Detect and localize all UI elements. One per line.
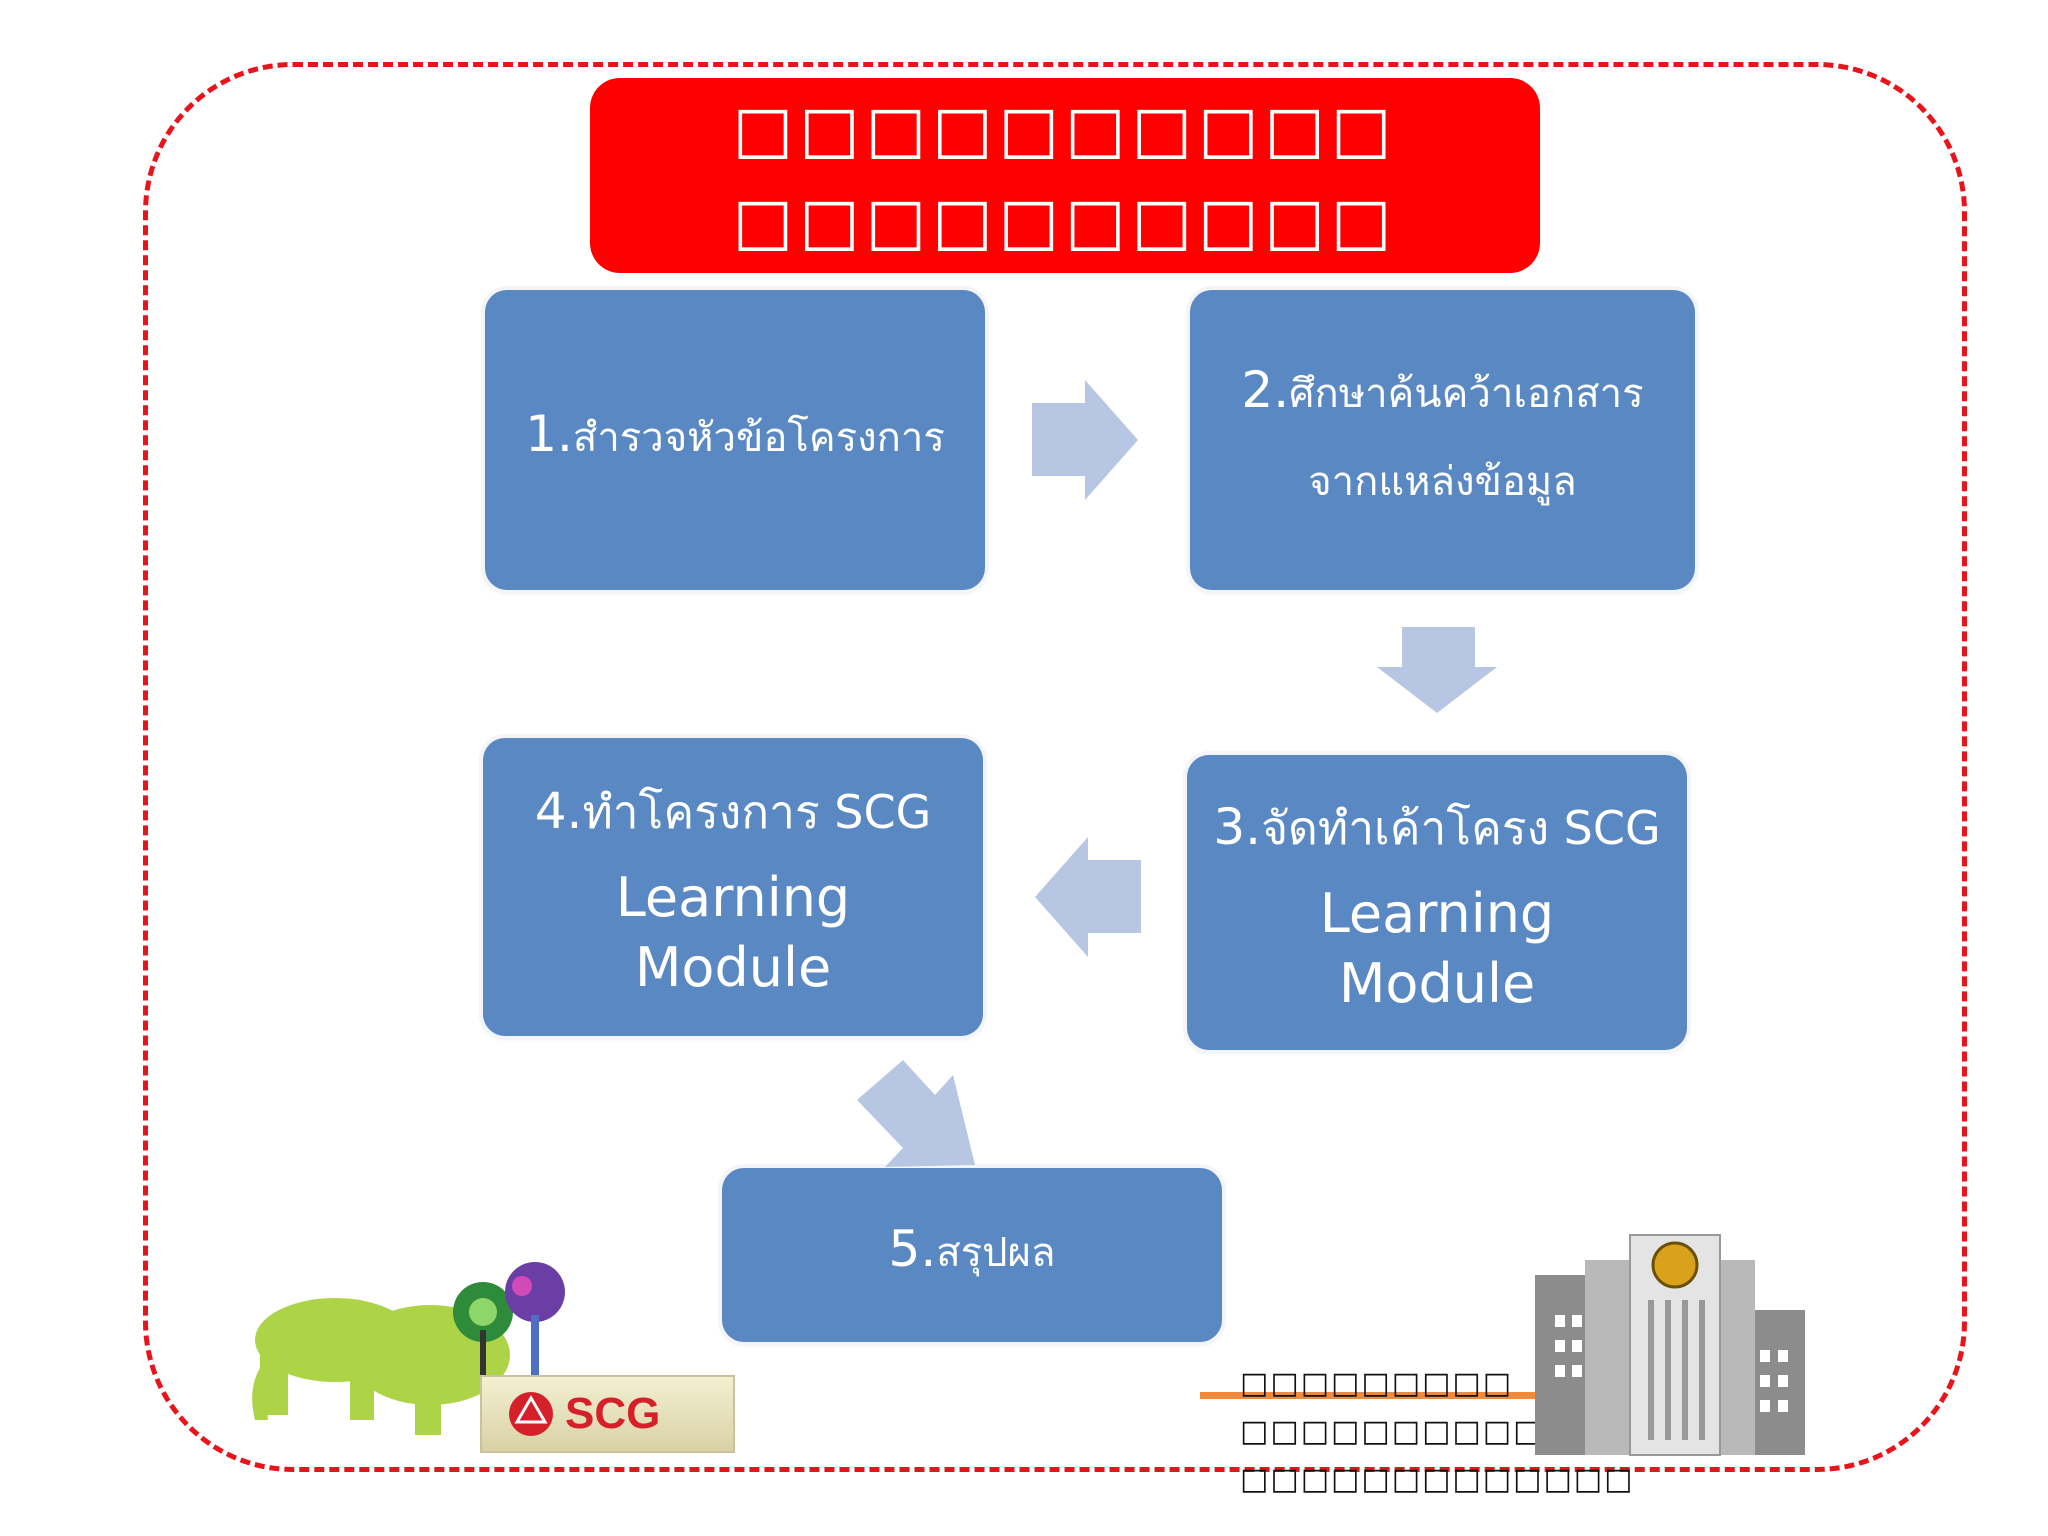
step-3-box: 3.จัดทำเค้าโครง SCG Learning Module <box>1187 755 1687 1050</box>
school-line-3: □□□□□□□□□□□□□ <box>1240 1462 1635 1497</box>
step-5-number: 5. <box>888 1220 937 1278</box>
school-line-1: □□□□□□□□□ <box>1240 1366 1514 1401</box>
arrow-down-right-icon <box>857 1060 975 1167</box>
step-4-box: 4.ทำโครงการ SCG Learning Module <box>483 738 983 1036</box>
step-5-box: 5.สรุปผล <box>722 1168 1222 1342</box>
step-1-text: สำรวจหัวข้อโครงการ <box>572 415 945 461</box>
school-line-2: □□□□□□□□□□□□□ <box>1240 1414 1635 1449</box>
title-banner: □□□□□□□□□□ □□□□□□□□□□ <box>590 78 1540 273</box>
arrow-down-icon <box>1377 627 1497 713</box>
step-2-text-line-2: จากแหล่งข้อมูล <box>1308 459 1577 505</box>
step-2-box: 2.ศึกษาค้นคว้าเอกสาร จากแหล่งข้อมูล <box>1190 290 1695 590</box>
school-building-icon <box>1535 1234 1805 1456</box>
step-3-en-line-1: Learning <box>1319 881 1555 945</box>
step-4-en-line-1: Learning <box>615 866 851 929</box>
scg-emblem-icon <box>509 1392 553 1436</box>
step-3-en-line-2: Module <box>1338 951 1536 1015</box>
scg-logo: SCG <box>480 1375 735 1453</box>
step-1-number: 1. <box>525 405 573 463</box>
school-underline <box>1200 1392 1550 1399</box>
step-3-number: 3. <box>1213 797 1262 856</box>
step-3-text: จัดทำเค้าโครง SCG <box>1261 800 1661 855</box>
step-1-box: 1.สำรวจหัวข้อโครงการ <box>485 290 985 590</box>
arrow-right-icon <box>1032 380 1138 500</box>
dashed-frame <box>143 62 1967 1472</box>
step-4-en-line-2: Module <box>634 936 832 999</box>
step-2-text: ศึกษาค้นคว้าเอกสาร <box>1289 371 1644 417</box>
school-name: □□□□□□□□□ □□□□□□□□□□□□□ □□□□□□□□□□□□□ <box>1240 1360 1635 1504</box>
step-2-number: 2. <box>1241 361 1290 419</box>
scg-logo-text: SCG <box>565 1389 661 1438</box>
step-4-text: ทำโครงการ SCG <box>582 785 932 839</box>
step-4-number: 4. <box>534 782 583 840</box>
title-line-1: □□□□□□□□□□ <box>732 92 1398 167</box>
step-5-text: สรุปผล <box>936 1230 1056 1276</box>
title-line-2: □□□□□□□□□□ <box>732 184 1398 259</box>
arrow-left-icon <box>1035 837 1141 957</box>
